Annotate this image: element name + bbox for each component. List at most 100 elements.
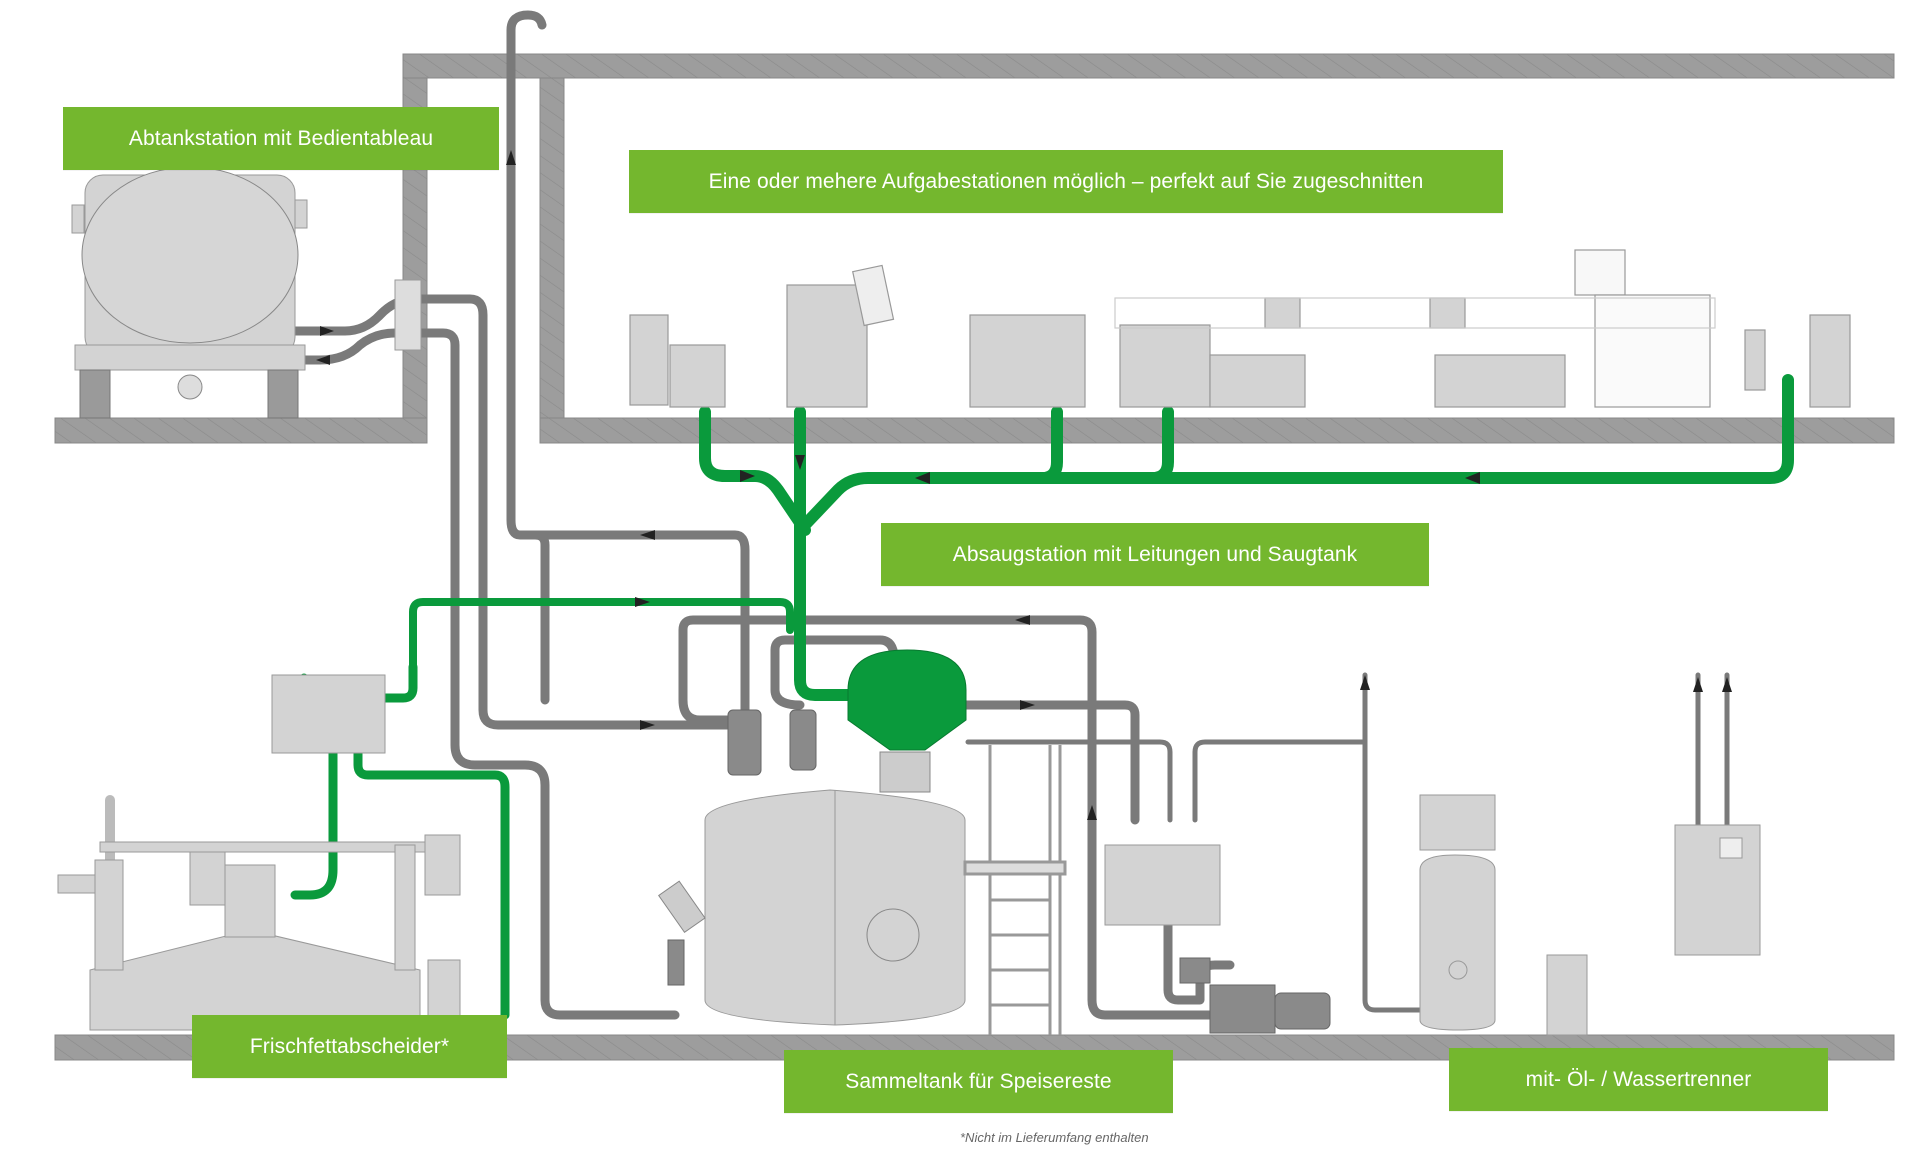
filter-1	[727, 709, 762, 776]
vacuum-pump	[1209, 984, 1276, 1034]
condensate-tank	[1546, 954, 1588, 1036]
access-ladder	[963, 745, 1067, 1035]
compressor-unit	[1419, 794, 1761, 1036]
upper-floor-right	[539, 417, 1895, 444]
separator-fan	[424, 834, 461, 896]
flow-arrow	[795, 455, 805, 470]
collection-tank	[658, 789, 966, 1026]
grease-to-hopper-pipe	[409, 598, 794, 671]
separator-control-box	[271, 674, 386, 754]
separator-pipe-top	[99, 841, 441, 853]
hopper-exhaust-pipe	[960, 700, 1140, 825]
station-1-hopper	[629, 314, 669, 406]
flow-arrow	[640, 530, 655, 540]
station-3	[969, 314, 1086, 408]
flow-arrow	[915, 472, 930, 484]
tank-ellipse	[81, 166, 299, 344]
station-2-lid	[852, 264, 895, 327]
ceiling-slab	[402, 53, 1895, 79]
control-cabinet-screen	[1719, 837, 1743, 859]
grease-unit-feed-1	[290, 693, 338, 900]
station-1	[669, 344, 726, 408]
rotary-valve	[879, 751, 931, 793]
suction-branch-4	[1149, 406, 1174, 484]
filter-loop-pipe	[678, 615, 1220, 1020]
separator-loop-pipe	[770, 635, 898, 710]
filter-2	[789, 709, 817, 771]
compressor-vessel	[1419, 854, 1496, 1031]
wall-right-upper	[539, 77, 565, 419]
truck-bumper	[74, 344, 306, 371]
flow-arrow	[1693, 677, 1703, 692]
dishwash-rack	[1574, 249, 1626, 296]
pass-through	[1594, 294, 1711, 408]
hood-1	[1264, 297, 1301, 329]
compressor-head	[1419, 794, 1496, 851]
compressor-line-pipe	[965, 672, 1423, 1013]
station-7-box	[1744, 329, 1766, 391]
label-absaugstation: Absaugstation mit Leitungen und Saugtank	[881, 523, 1429, 586]
flow-arrow	[320, 326, 334, 336]
vacuum-pump-motor	[1274, 992, 1331, 1030]
grease-separator	[57, 674, 461, 1031]
tanker-outlet-pipe	[285, 294, 735, 730]
suction-main-pipe	[794, 374, 1794, 536]
hopper-body	[847, 649, 967, 751]
flow-arrow	[506, 150, 516, 165]
station-5-counter	[1209, 354, 1306, 408]
separator-funnel	[427, 959, 461, 1021]
flow-arrow	[640, 720, 655, 730]
tanker-truck	[71, 166, 422, 419]
flow-arrow	[635, 597, 650, 607]
station-2	[786, 284, 868, 408]
suction-pipes	[290, 374, 1794, 1020]
separator-right-column	[394, 844, 416, 971]
flow-arrow	[1465, 472, 1480, 484]
separator-outlet-pipes	[1695, 672, 1730, 828]
truck-mirror-right	[294, 199, 308, 229]
label-aufgabestationen: Eine oder mehere Aufgabestationen möglic…	[629, 150, 1503, 213]
process-unit	[1104, 844, 1331, 1034]
hood-2	[1429, 297, 1466, 329]
separator-basin	[89, 929, 421, 1031]
truck-mirror-left	[71, 204, 85, 234]
station-6-counter	[1434, 354, 1566, 408]
separator-column	[94, 859, 124, 971]
vent-to-filter-pipe	[530, 530, 750, 725]
oil-water-control-panel	[1104, 844, 1221, 926]
suction-branch-2	[794, 406, 866, 701]
flow-arrow	[316, 355, 330, 365]
flow-arrows	[316, 150, 1732, 820]
control-cabinet	[1674, 824, 1761, 956]
flow-arrow	[1015, 615, 1030, 625]
compressor-gauge	[1448, 960, 1468, 980]
separator-panel	[189, 849, 226, 906]
tank-agitator-motor	[658, 880, 706, 934]
label-frischfettabscheider: Frischfettabscheider*	[192, 1015, 507, 1078]
grease-unit-feed-2	[353, 693, 510, 1020]
tank-drain-actuator	[667, 939, 685, 986]
upper-floor-left	[54, 417, 428, 444]
flow-arrow	[1087, 805, 1097, 820]
flow-arrow	[1722, 677, 1732, 692]
pump-housing	[1179, 957, 1211, 984]
truck-wheel-right	[267, 369, 299, 419]
footnote: *Nicht im Lieferumfang enthalten	[960, 1130, 1149, 1145]
suction-branch-3	[1039, 406, 1063, 484]
flow-arrow	[1020, 700, 1035, 710]
label-wassertrenner: mit- Öl- / Wassertrenner	[1449, 1048, 1828, 1111]
flow-arrow	[1360, 675, 1370, 690]
station-7	[1809, 314, 1851, 408]
wall-feedthrough	[394, 279, 422, 351]
station-4	[1119, 324, 1211, 408]
truck-axle	[177, 374, 203, 400]
station-outline	[1114, 297, 1716, 329]
tank-manhole	[866, 908, 920, 962]
label-sammeltank: Sammeltank für Speisereste	[784, 1050, 1173, 1113]
feeding-stations	[629, 249, 1851, 408]
grease-unit-out-pipe	[299, 662, 418, 703]
truck-wheel-left	[79, 369, 111, 419]
flow-arrow	[740, 470, 755, 482]
suction-hopper	[727, 649, 967, 793]
separator-dome	[224, 864, 276, 938]
